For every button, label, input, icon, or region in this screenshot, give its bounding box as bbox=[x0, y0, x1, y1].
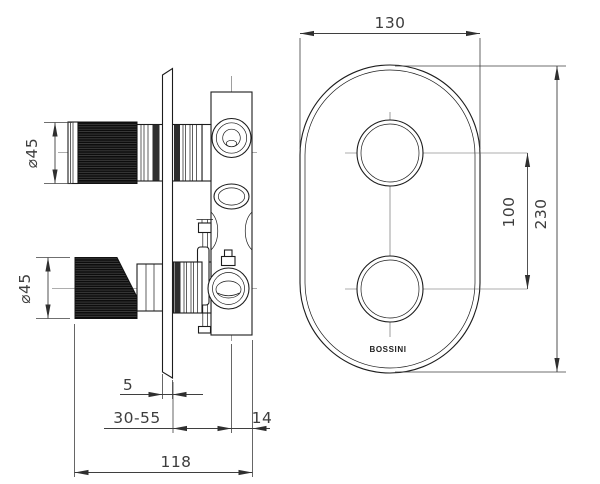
side-view: ⌀45 ⌀45 5 30-55 bbox=[16, 67, 272, 477]
dim-recess-depth-range: 30-55 14 bbox=[104, 340, 272, 477]
top-handle bbox=[67, 121, 138, 185]
dim-total-depth-label: 118 bbox=[160, 453, 191, 471]
wall-plate-side bbox=[161, 67, 174, 379]
bottom-handle-knurl bbox=[74, 257, 138, 319]
dim-plate-width: 130 bbox=[299, 14, 481, 149]
dim-plate-thickness-label: 5 bbox=[123, 376, 133, 394]
top-knob-front bbox=[356, 119, 424, 187]
top-handle-knurl bbox=[77, 121, 138, 184]
brand-logo: BOSSINI bbox=[369, 345, 406, 354]
bottom-knob-front bbox=[356, 255, 424, 323]
dim-bottom-handle-diameter-label: ⌀45 bbox=[16, 273, 34, 304]
dim-bottom-handle-diameter: ⌀45 bbox=[16, 257, 70, 319]
top-cartridge-front bbox=[201, 123, 212, 182]
dim-plate-height: 230 bbox=[395, 65, 566, 373]
valve-body bbox=[196, 91, 253, 336]
dim-plate-width-label: 130 bbox=[374, 14, 405, 32]
dim-outlet-offset-label: 14 bbox=[252, 409, 273, 427]
dim-handle-spacing: 100 bbox=[500, 153, 531, 289]
dim-top-handle-diameter: ⌀45 bbox=[23, 122, 72, 184]
bottom-outlet-port bbox=[207, 249, 250, 310]
front-view: BOSSINI 130 100 230 bbox=[299, 14, 566, 374]
top-outlet-port bbox=[211, 117, 252, 159]
dim-recess-depth-range-label: 30-55 bbox=[113, 409, 161, 427]
dim-total-depth: 118 bbox=[74, 324, 253, 477]
dim-plate-height-label: 230 bbox=[532, 198, 550, 229]
wall-plate-front-inner bbox=[304, 69, 476, 369]
dim-top-handle-diameter-label: ⌀45 bbox=[23, 138, 41, 169]
middle-inlet-port bbox=[213, 183, 250, 210]
bottom-handle bbox=[74, 257, 138, 319]
bottom-handle-stem bbox=[136, 261, 203, 314]
dim-plate-thickness: 5 bbox=[120, 374, 203, 399]
dim-handle-spacing-label: 100 bbox=[500, 196, 518, 227]
